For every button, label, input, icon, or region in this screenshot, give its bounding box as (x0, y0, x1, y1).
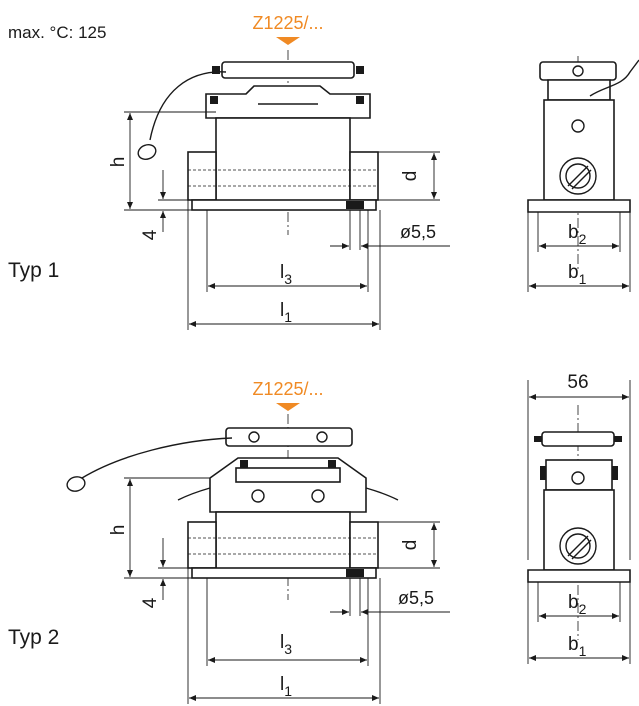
typ1-pointer-icon (276, 37, 300, 45)
typ1-dim-d: d (400, 171, 421, 182)
typ1-side-view: b2 b1 (527, 56, 639, 292)
typ1-dim-b2: b2 (568, 222, 587, 247)
typ2-dim-d: d (400, 540, 421, 551)
typ1-dim-l1: l1 (280, 300, 292, 325)
typ2-dim-56: 56 (567, 372, 588, 393)
typ2-label: Typ 2 (8, 626, 59, 649)
typ1-dim-h: h (108, 157, 129, 168)
typ2-side-view: 56 b2 b1 (527, 372, 631, 664)
typ2-dim-l3: l3 (280, 632, 292, 657)
typ2-part-number: Z1225/... (252, 379, 323, 399)
typ1-part-number: Z1225/... (252, 13, 323, 33)
typ1-front-view: Z1225/... h 4 (108, 13, 450, 330)
typ2-dim-b2: b2 (568, 592, 587, 617)
typ2-dim-b1: b1 (568, 634, 587, 659)
typ1-dim-l3: l3 (280, 262, 292, 287)
typ2-dim-l1: l1 (280, 674, 292, 699)
typ2-dim-4: 4 (140, 597, 161, 608)
typ1-dim-b1: b1 (568, 262, 587, 287)
max-temp-label: max. °C: 125 (8, 23, 106, 42)
typ2-dim-hole: ø5,5 (398, 588, 434, 608)
typ2-pointer-icon (276, 403, 300, 411)
typ1-label: Typ 1 (8, 259, 59, 282)
typ2-front-view: Z1225/... h 4 (66, 379, 450, 704)
typ2-dim-h: h (108, 525, 129, 536)
typ1-dim-4: 4 (140, 229, 161, 240)
typ1-dim-hole: ø5,5 (400, 222, 436, 242)
